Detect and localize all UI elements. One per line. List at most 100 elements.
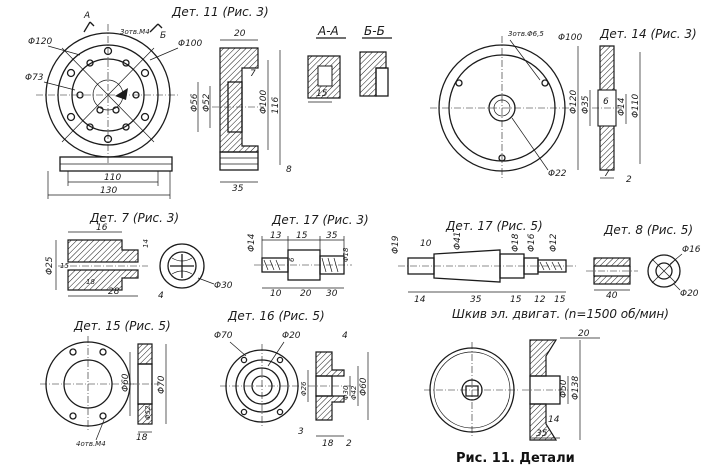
det16-side-section: 4 Φ26 Φ30 Φ42 Φ60 3 18 2 <box>298 331 369 449</box>
det7-n28: 28 <box>108 287 120 297</box>
det15-d52: Φ52 <box>144 405 152 420</box>
det14-holes-label: 3отв.Φ6,5 <box>508 30 544 38</box>
det8-drawing: Дет. 8 (Рис. 5) 40 Φ16 Φ20 <box>586 223 701 301</box>
det11-d100: Φ100 <box>178 39 203 49</box>
det8-n40: 40 <box>606 291 618 301</box>
det11-d73: Φ73 <box>25 73 44 83</box>
det11-title: Дет. 11 (Рис. 3) <box>171 5 269 19</box>
det17b-d18: Φ18 <box>511 233 521 252</box>
det16-d70: Φ70 <box>214 331 233 341</box>
pulley-drawing: Шкив эл. двигат. (n=1500 об/мин) 20 Φ50 … <box>424 307 669 441</box>
det15-title: Дет. 15 (Рис. 5) <box>73 319 171 333</box>
det11-front-view: A Б 3отв.M4 Φ120 Φ100 Φ73 <box>25 11 203 165</box>
det7-n4: 4 <box>158 291 164 301</box>
det11-h116: 116 <box>271 97 281 114</box>
det11-marker-b: Б <box>160 31 166 41</box>
det7-d25: Φ25 <box>45 256 55 275</box>
det17a-n13: 13 <box>270 231 282 241</box>
det17b-drawing: Дет. 17 (Рис. 5) Φ19 10 Φ41 Φ18 Φ16 Φ12 … <box>391 219 576 305</box>
det17b-n12: 12 <box>534 295 546 305</box>
det8-d16: Φ16 <box>682 245 701 255</box>
det17a-n10: 10 <box>270 289 282 299</box>
det11-aa-n15: 15 <box>316 89 328 99</box>
det14-d22: Φ22 <box>548 169 567 179</box>
det7-n16: 16 <box>96 223 108 233</box>
det17b-n15b: 15 <box>554 295 566 305</box>
det17b-d16: Φ16 <box>527 233 537 252</box>
pulley-d138: Φ138 <box>571 375 581 400</box>
det11-d52: Φ52 <box>202 93 212 112</box>
det11-drawing: Дет. 11 (Рис. 3) <box>25 5 392 199</box>
det16-d20: Φ20 <box>282 331 301 341</box>
det16-title: Дет. 16 (Рис. 5) <box>227 309 325 323</box>
det17a-n20: 20 <box>300 289 312 299</box>
det17a-title: Дет. 17 (Рис. 3) <box>271 213 369 227</box>
det16-d26: Φ26 <box>300 381 308 396</box>
det15-d70: Φ70 <box>157 375 167 394</box>
pulley-n14: 14 <box>548 415 560 425</box>
det16-n2: 2 <box>346 439 352 449</box>
det14-d14: Φ14 <box>617 97 627 116</box>
det7-drawing: Дет. 7 (Рис. 3) Φ25 16 15 28 18 4 14 Φ30 <box>45 211 233 301</box>
det7-title: Дет. 7 (Рис. 3) <box>89 211 179 225</box>
det14-n6: 6 <box>603 97 609 107</box>
det7-n15: 15 <box>60 262 69 270</box>
det16-d30: Φ30 <box>342 385 350 400</box>
det14-d110: Φ110 <box>631 93 641 118</box>
det11-section-aa: А-А 15 <box>307 24 346 103</box>
det16-d60: Φ60 <box>359 377 369 396</box>
det16-drawing: Дет. 16 (Рис. 5) Φ70 Φ20 4 Φ26 Φ30 <box>214 309 369 449</box>
det8-d20: Φ20 <box>680 289 699 299</box>
det11-side-section: 20 Φ56 Φ52 Φ100 116 7 8 35 <box>190 29 292 194</box>
det16-front-view <box>220 344 304 428</box>
det8-title: Дет. 8 (Рис. 5) <box>603 223 693 237</box>
det11-section-bb: Б-Б <box>359 24 392 97</box>
det11-n7: 7 <box>250 69 256 79</box>
det17b-n15: 15 <box>510 295 522 305</box>
pulley-d50: Φ50 <box>559 379 569 398</box>
det7-n14: 14 <box>142 239 150 248</box>
det17a-n15: 15 <box>296 231 308 241</box>
det11-n35: 35 <box>232 184 244 194</box>
det11-n8: 8 <box>286 165 292 175</box>
det17b-d12: Φ12 <box>549 233 559 252</box>
det15-holes-label: 4отв.M4 <box>76 440 106 448</box>
det14-front-view: Φ22 <box>430 36 574 180</box>
det11-holes-label: 3отв.M4 <box>120 28 150 36</box>
det17a-drawing: Дет. 17 (Рис. 3) 13 15 35 Φ14 Φ18 6 10 2… <box>247 213 369 299</box>
det14-side-section: Φ120 Φ35 Φ14 Φ110 6 7 2 <box>569 45 641 185</box>
det16-n18: 18 <box>322 439 334 449</box>
det7-side-section: Φ25 16 15 28 18 4 14 <box>45 223 164 301</box>
det11-d56: Φ56 <box>190 93 200 112</box>
det17b-n10: 10 <box>420 239 432 249</box>
det11-d120: Φ120 <box>28 37 53 47</box>
det11-w20: 20 <box>234 29 246 39</box>
det11-section-aa-title: А-А <box>317 24 339 38</box>
det17b-n14: 14 <box>414 295 426 305</box>
det17a-n30: 30 <box>326 289 338 299</box>
det14-drawing: Дет. 14 (Рис. 3) 3отв.Φ6,5 Φ100 Φ22 Φ12 <box>430 27 697 185</box>
det15-d60: Φ60 <box>121 373 131 392</box>
det15-n18: 18 <box>136 433 148 443</box>
det17b-d41: Φ41 <box>453 231 463 250</box>
det11-w110: 110 <box>104 173 121 183</box>
det14-title: Дет. 14 (Рис. 3) <box>599 27 697 41</box>
pulley-side-section: 20 Φ50 Φ138 35 14 <box>522 329 600 441</box>
det7-end-view: Φ30 <box>159 243 233 291</box>
det16-d42: Φ42 <box>350 385 358 400</box>
det11-section-bb-title: Б-Б <box>364 24 385 38</box>
det16-n4: 4 <box>342 331 348 341</box>
det17a-n35: 35 <box>326 231 338 241</box>
det17b-n35: 35 <box>470 295 482 305</box>
det17a-n6: 6 <box>288 257 296 262</box>
det14-n7: 7 <box>604 169 610 179</box>
det17b-title: Дет. 17 (Рис. 5) <box>445 219 543 233</box>
det14-d100: Φ100 <box>558 33 583 43</box>
det7-n18: 18 <box>86 278 95 286</box>
det15-drawing: Дет. 15 (Рис. 5) Φ60 Φ70 Φ52 18 4отв.M4 <box>40 319 171 448</box>
det11-w130: 130 <box>100 186 117 196</box>
det7-d30: Φ30 <box>214 281 233 291</box>
figure-caption: Рис. 11. Детали <box>456 451 575 466</box>
det17a-d18: Φ18 <box>342 247 350 262</box>
